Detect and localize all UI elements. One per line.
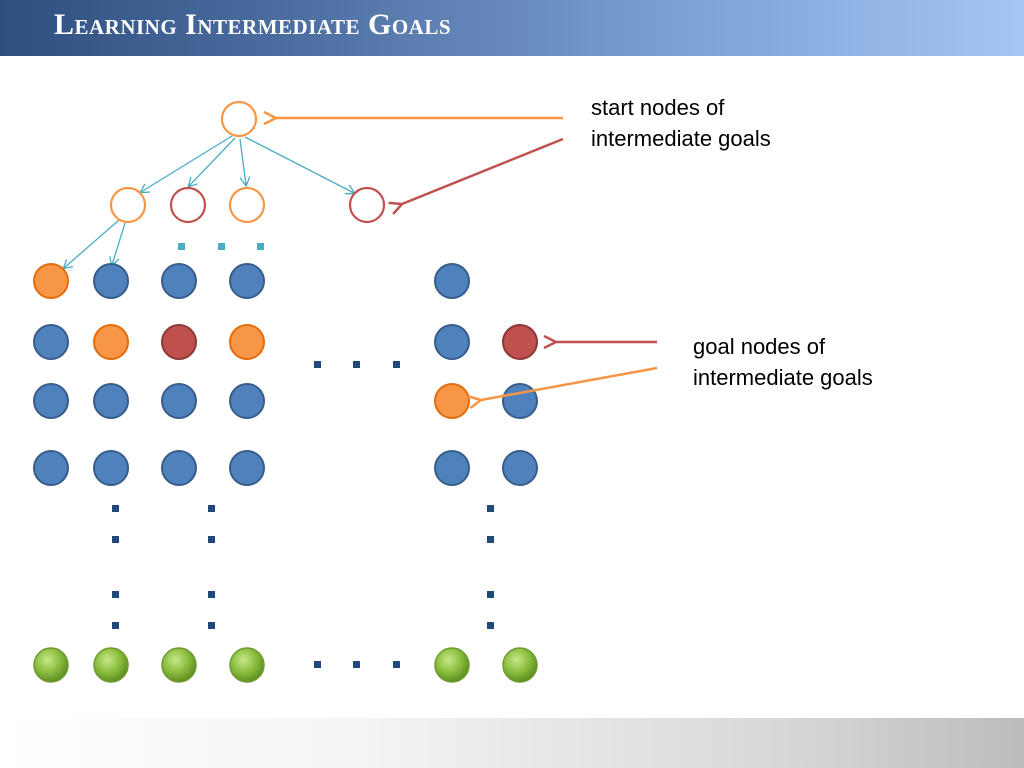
state-node <box>434 263 470 299</box>
terminal-node <box>502 647 538 683</box>
start-node-red <box>348 186 386 224</box>
state-node <box>161 383 197 419</box>
state-node <box>161 450 197 486</box>
ellipsis-teal <box>178 243 264 250</box>
title-bar: Learning Intermediate Goals <box>0 0 1024 56</box>
goal-nodes-label: goal nodes of intermediate goals <box>693 331 873 393</box>
tree-edges <box>64 135 354 268</box>
tree-edge <box>141 135 233 192</box>
state-node <box>434 450 470 486</box>
state-node <box>33 450 69 486</box>
state-node <box>33 383 69 419</box>
tree-edge <box>112 222 126 265</box>
start-node-red <box>169 186 207 224</box>
terminal-node <box>229 647 265 683</box>
state-node <box>229 450 265 486</box>
goal-node-red <box>502 324 538 360</box>
state-node <box>161 263 197 299</box>
state-node <box>93 263 129 299</box>
state-node <box>229 263 265 299</box>
tree-edge <box>189 137 236 186</box>
start-node-orange <box>228 186 266 224</box>
state-node <box>33 324 69 360</box>
goal-node-red <box>161 324 197 360</box>
state-node <box>229 383 265 419</box>
state-node <box>502 450 538 486</box>
terminal-node <box>33 647 69 683</box>
start-nodes-row <box>109 100 386 224</box>
start-label-line1: start nodes of <box>591 95 725 120</box>
state-node <box>93 383 129 419</box>
slide-title: Learning Intermediate Goals <box>54 8 452 41</box>
terminal-node <box>434 647 470 683</box>
goal-arrow-orange <box>481 366 658 400</box>
tree-edge <box>244 136 354 193</box>
tree-edge <box>64 219 120 268</box>
terminal-node <box>161 647 197 683</box>
ellipsis-horizontal <box>314 361 400 368</box>
footer-bar <box>0 718 1024 768</box>
state-node <box>434 324 470 360</box>
annotation-arrows <box>276 118 658 400</box>
state-node <box>502 383 538 419</box>
tree-edge <box>239 138 246 185</box>
start-label-line2: intermediate goals <box>591 126 771 151</box>
ellipsis-bottom <box>314 661 400 668</box>
goal-label-line2: intermediate goals <box>693 365 873 390</box>
state-node <box>93 450 129 486</box>
node-grid <box>33 263 538 486</box>
root-node <box>220 100 258 138</box>
start-node-orange <box>109 186 147 224</box>
terminal-nodes-row <box>33 647 538 683</box>
goal-node-orange <box>33 263 69 299</box>
ellipsis-vertical <box>112 505 494 629</box>
terminal-node <box>93 647 129 683</box>
goal-label-line1: goal nodes of <box>693 334 826 359</box>
start-nodes-label: start nodes of intermediate goals <box>591 92 771 154</box>
goal-node-orange <box>229 324 265 360</box>
goal-node-orange <box>93 324 129 360</box>
start-arrow-red <box>402 137 564 204</box>
goal-node-orange <box>434 383 470 419</box>
